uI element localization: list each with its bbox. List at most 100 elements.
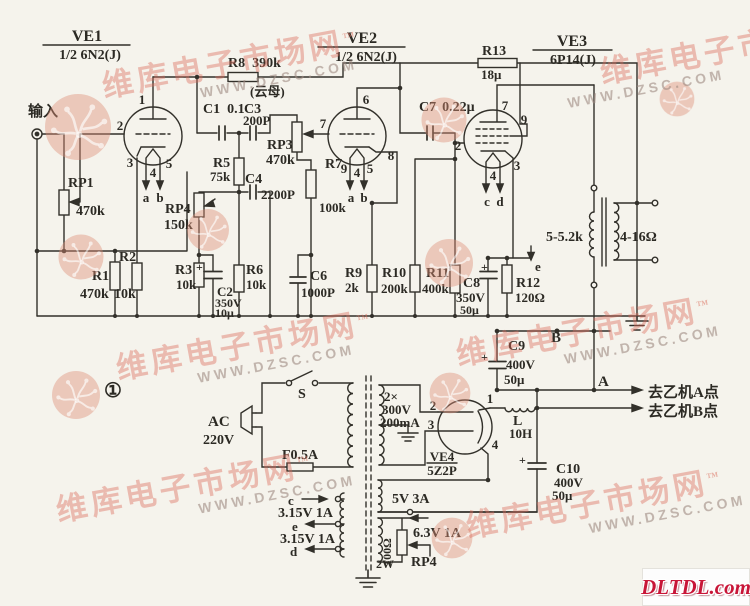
r7-ref: R7 — [325, 157, 342, 172]
switch-s — [285, 370, 319, 387]
svg-text:a: a — [348, 190, 355, 205]
wires — [31, 44, 659, 588]
c6-wires — [297, 254, 312, 317]
svg-text:4: 4 — [354, 165, 361, 180]
plate-rail-wires — [152, 62, 638, 317]
svg-text:2: 2 — [117, 118, 124, 133]
r3-value: 10k — [176, 277, 197, 292]
rp4hum-value2: 2W — [376, 557, 394, 571]
tube-ve2 — [327, 87, 401, 266]
w315a-label: 3.15V 1A — [278, 506, 334, 521]
svg-text:d: d — [496, 194, 504, 209]
tube-ve1 — [123, 76, 183, 191]
svg-text:c: c — [484, 194, 490, 209]
resistor-r10 — [409, 264, 421, 293]
c8-value2: 50μ — [460, 303, 479, 317]
c8-ref: C8 — [463, 276, 480, 291]
svg-text:9: 9 — [341, 161, 348, 176]
cap-c10 — [527, 462, 547, 470]
rp1-ref: RP1 — [68, 176, 94, 191]
dltdl-logo-text: DLTDL.com — [641, 574, 750, 599]
rp4pre-ref: RP4 — [165, 202, 191, 217]
rp4hum-value: 100Ω — [380, 538, 394, 566]
r7-value: 100k — [319, 200, 347, 215]
mica-note: (云母) — [250, 84, 285, 99]
svg-text:1: 1 — [487, 391, 494, 406]
svg-text:1: 1 — [139, 92, 146, 107]
r10-value: 200k — [381, 281, 409, 296]
resistor-r1 — [109, 261, 121, 291]
c9-value2: 50μ — [504, 372, 525, 387]
tap-d-label: d — [290, 544, 298, 559]
c7-grid-wires — [399, 62, 465, 266]
junction-dots — [34, 74, 640, 483]
rp1-value: 470k — [76, 204, 105, 219]
c9-ref: C9 — [508, 339, 525, 354]
c2-value: 350V — [215, 296, 242, 310]
l-value: 10H — [509, 426, 532, 441]
ac-voltage: 220V — [203, 433, 234, 448]
l-ref: L — [513, 414, 522, 429]
ot-primary-label: 5-5.2k — [546, 230, 583, 245]
c2-plus: + — [196, 260, 203, 274]
tap-c-label: c — [288, 493, 294, 508]
resistor-r9 — [366, 264, 378, 293]
svg-text:3: 3 — [514, 158, 521, 173]
c2-ref: C2 — [217, 284, 233, 299]
ht-300v: 300V — [382, 402, 412, 417]
fuse-f — [286, 462, 314, 472]
cap-c4 — [249, 184, 257, 200]
ve3-ref: VE3 — [557, 33, 587, 50]
svg-text:5: 5 — [367, 161, 374, 176]
a-point-label: A — [598, 374, 609, 390]
svg-text:3: 3 — [428, 417, 435, 432]
ve2-type: 1/2 6N2(J) — [335, 50, 397, 65]
switch-label: S — [298, 387, 306, 402]
ve4-type: 5Z2P — [427, 463, 457, 478]
r2-value: 10k — [114, 287, 136, 302]
b-point-label: B — [551, 330, 561, 346]
rp4pre-value: 150k — [164, 218, 193, 233]
choke-l — [504, 407, 536, 413]
to-a-label: 去乙机A点 — [648, 383, 719, 401]
svg-text:2: 2 — [455, 138, 462, 153]
rp3-value: 470k — [266, 153, 295, 168]
r5-value: 75k — [210, 169, 231, 184]
ht-200ma: 200mA — [380, 415, 420, 430]
r13-to-pin9 — [519, 62, 528, 137]
tap-e-label: e — [292, 519, 298, 534]
ac-label: AC — [208, 414, 230, 430]
c2-value2: 10μ — [215, 306, 234, 320]
power-transformer — [301, 375, 538, 588]
ve1-pins: 1 2 3 4 5 a b — [117, 92, 173, 205]
ve4-ref: VE4 — [430, 449, 455, 464]
r6-ref: R6 — [246, 263, 263, 278]
watermark-stamps — [43, 80, 696, 560]
svg-text:4: 4 — [490, 168, 497, 183]
c8-plus: + — [481, 260, 488, 274]
resistor-r5 — [233, 157, 245, 186]
resistor-r12 — [501, 264, 513, 294]
ot-secondary-label: 4-16Ω — [620, 230, 657, 245]
designator-underlines — [42, 44, 613, 464]
r5-ref: R5 — [213, 156, 230, 171]
svg-text:6: 6 — [363, 92, 370, 107]
c2-wires — [198, 254, 214, 317]
resistor-r8 — [227, 71, 259, 83]
ve4-pins: 1 2 3 4 — [428, 391, 499, 452]
resistor-r3 — [193, 262, 205, 288]
r5-c4-r6-wires — [238, 132, 271, 317]
svg-text:4: 4 — [150, 165, 157, 180]
c3-value: 200P — [243, 113, 271, 128]
c9-plus: + — [481, 350, 488, 364]
c10-ref: C10 — [556, 462, 580, 477]
cap-c3 — [249, 125, 257, 141]
svg-text:7: 7 — [320, 116, 327, 131]
primary-loop — [255, 382, 354, 468]
r13-value: 18μ — [481, 67, 502, 82]
svg-text:a: a — [143, 190, 150, 205]
dltdl-logo: DLTDL.com — [641, 568, 750, 606]
r6-value: 10k — [246, 277, 267, 292]
